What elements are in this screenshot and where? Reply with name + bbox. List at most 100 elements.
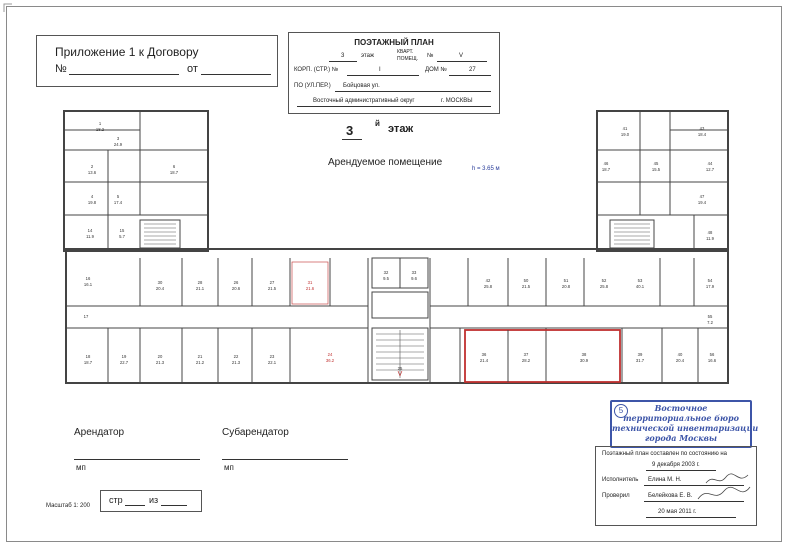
room-area-51: 20.8 xyxy=(562,284,571,289)
appendix-from-line xyxy=(201,74,271,75)
executor-signature xyxy=(705,473,749,484)
room-area-30: 20.4 xyxy=(156,286,165,291)
room-number-45: 45 xyxy=(654,161,659,166)
room-area-2: 13.6 xyxy=(88,170,97,175)
sheet-border xyxy=(6,6,782,542)
room-number-54: 54 xyxy=(708,278,713,283)
header-floor-value: 3 xyxy=(341,53,345,59)
header-kv-label-2: ПОМЕЩ. xyxy=(397,56,419,62)
subtenant-signature-line xyxy=(222,459,348,460)
room-number-24: 24 xyxy=(328,352,333,357)
rented-premises-label: Арендуемое помещение xyxy=(328,157,443,168)
room-number-20: 20 xyxy=(158,354,163,359)
page-box: стр из xyxy=(100,490,202,512)
right-wing-outline xyxy=(596,110,729,252)
room-number-39: 39 xyxy=(638,352,643,357)
room-number-56: 56 xyxy=(710,352,715,357)
subtenant-label: Субарендатор xyxy=(222,427,289,438)
room-area-43: 18.4 xyxy=(698,132,707,137)
room-number-37: 37 xyxy=(524,352,529,357)
room-area-4: 19.8 xyxy=(88,200,97,205)
room-number-43: 43 xyxy=(700,126,705,131)
room-area-48: 11.9 xyxy=(706,236,715,241)
info-line-1: Поэтажный план составлен по состоянию на xyxy=(602,451,728,457)
header-city-value: г. МОСКВЫ xyxy=(441,98,473,104)
room-mark-25: V xyxy=(398,371,403,378)
checked-date-line xyxy=(646,517,736,518)
checked-name: Белейкова Е. В. xyxy=(648,493,693,499)
header-dom-label: ДОМ № xyxy=(425,67,447,73)
room-area-20: 21.3 xyxy=(156,360,165,365)
room-number-5: 5 xyxy=(117,194,120,199)
room-area-33: 9.6 xyxy=(411,276,417,281)
room-number-15: 15 xyxy=(120,228,125,233)
room-area-3: 24.9 xyxy=(114,142,123,147)
room-area-27: 21.5 xyxy=(268,286,277,291)
rented-room-31-outline xyxy=(291,261,329,305)
room-area-50: 21.5 xyxy=(522,284,531,289)
checked-label: Проверил xyxy=(602,493,630,499)
stamp-line-3: технической инвентаризации xyxy=(612,423,759,433)
room-number-50: 50 xyxy=(524,278,529,283)
room-area-26: 20.6 xyxy=(232,286,241,291)
room-number-40: 40 xyxy=(678,352,683,357)
appendix-no-label: № xyxy=(55,63,67,75)
room-area-18: 18.7 xyxy=(84,360,93,365)
appendix-title: Приложение 1 к Договору xyxy=(55,45,199,59)
stamp-line-2: территориальное бюро xyxy=(623,413,739,423)
header-kv-value: V xyxy=(459,53,464,59)
main-block-outline xyxy=(65,248,729,384)
room-number-32: 32 xyxy=(384,270,389,275)
room-area-6: 18.7 xyxy=(170,170,179,175)
floor-number: 3 xyxy=(346,123,354,138)
room-number-55: 55 xyxy=(708,314,713,319)
room-area-22: 21.3 xyxy=(232,360,241,365)
room-area-19: 22.7 xyxy=(120,360,129,365)
appendix-from-label: от xyxy=(187,63,198,75)
room-number-51: 51 xyxy=(564,278,569,283)
room-number-19: 19 xyxy=(122,354,127,359)
room-area-23: 22.1 xyxy=(268,360,277,365)
room-number-52: 52 xyxy=(602,278,607,283)
room-area-41: 19.0 xyxy=(621,132,630,137)
room-area-28: 21.1 xyxy=(196,286,205,291)
room-number-28: 28 xyxy=(198,280,203,285)
room-area-31: 21.6 xyxy=(306,286,315,291)
rented-area-outline xyxy=(464,329,621,383)
executor-label: Исполнитель xyxy=(602,477,639,483)
room-number-33: 33 xyxy=(412,270,417,275)
info-date: 9 декабря 2003 г. xyxy=(652,462,700,468)
stamp-line-1: Восточное xyxy=(654,403,708,413)
room-area-46: 18.7 xyxy=(602,167,611,172)
scale-label: Масштаб 1: 200 xyxy=(46,503,91,509)
room-area-56: 16.6 xyxy=(708,358,717,363)
tenant-label: Арендатор xyxy=(74,427,125,438)
tenant-signature-line xyxy=(74,459,200,460)
header-district-line xyxy=(297,106,491,107)
room-number-3: 3 xyxy=(117,136,120,141)
room-number-1: 1 xyxy=(99,121,102,126)
page-no-line xyxy=(125,505,145,506)
room-area-16: 16.1 xyxy=(84,282,93,287)
room-number-41: 41 xyxy=(623,126,628,131)
header-street-line xyxy=(335,91,491,92)
room-number-38: 38 xyxy=(582,352,587,357)
appendix-box: Приложение 1 к Договору № от xyxy=(36,35,278,87)
room-number-14: 14 xyxy=(88,228,93,233)
header-kv-label-1: КВАРТ. xyxy=(397,49,414,55)
room-area-37: 28.2 xyxy=(522,358,531,363)
floor-superscript: й xyxy=(375,119,380,128)
room-number-22: 22 xyxy=(234,354,239,359)
stamp-number: 5 xyxy=(614,404,628,418)
room-number-17: 17 xyxy=(84,314,89,319)
room-area-53: 40.1 xyxy=(636,284,645,289)
room-area-40: 20.4 xyxy=(676,358,685,363)
tenant-stamp: мп xyxy=(76,463,86,472)
floor-number-underline xyxy=(342,139,362,140)
header-korp-label: КОРП. (СТР.) № xyxy=(294,67,339,73)
header-kv-line xyxy=(437,61,487,62)
room-number-2: 2 xyxy=(91,164,94,169)
room-area-5: 17.4 xyxy=(114,200,123,205)
room-number-53: 53 xyxy=(638,278,643,283)
room-number-31: 31 xyxy=(308,280,313,285)
